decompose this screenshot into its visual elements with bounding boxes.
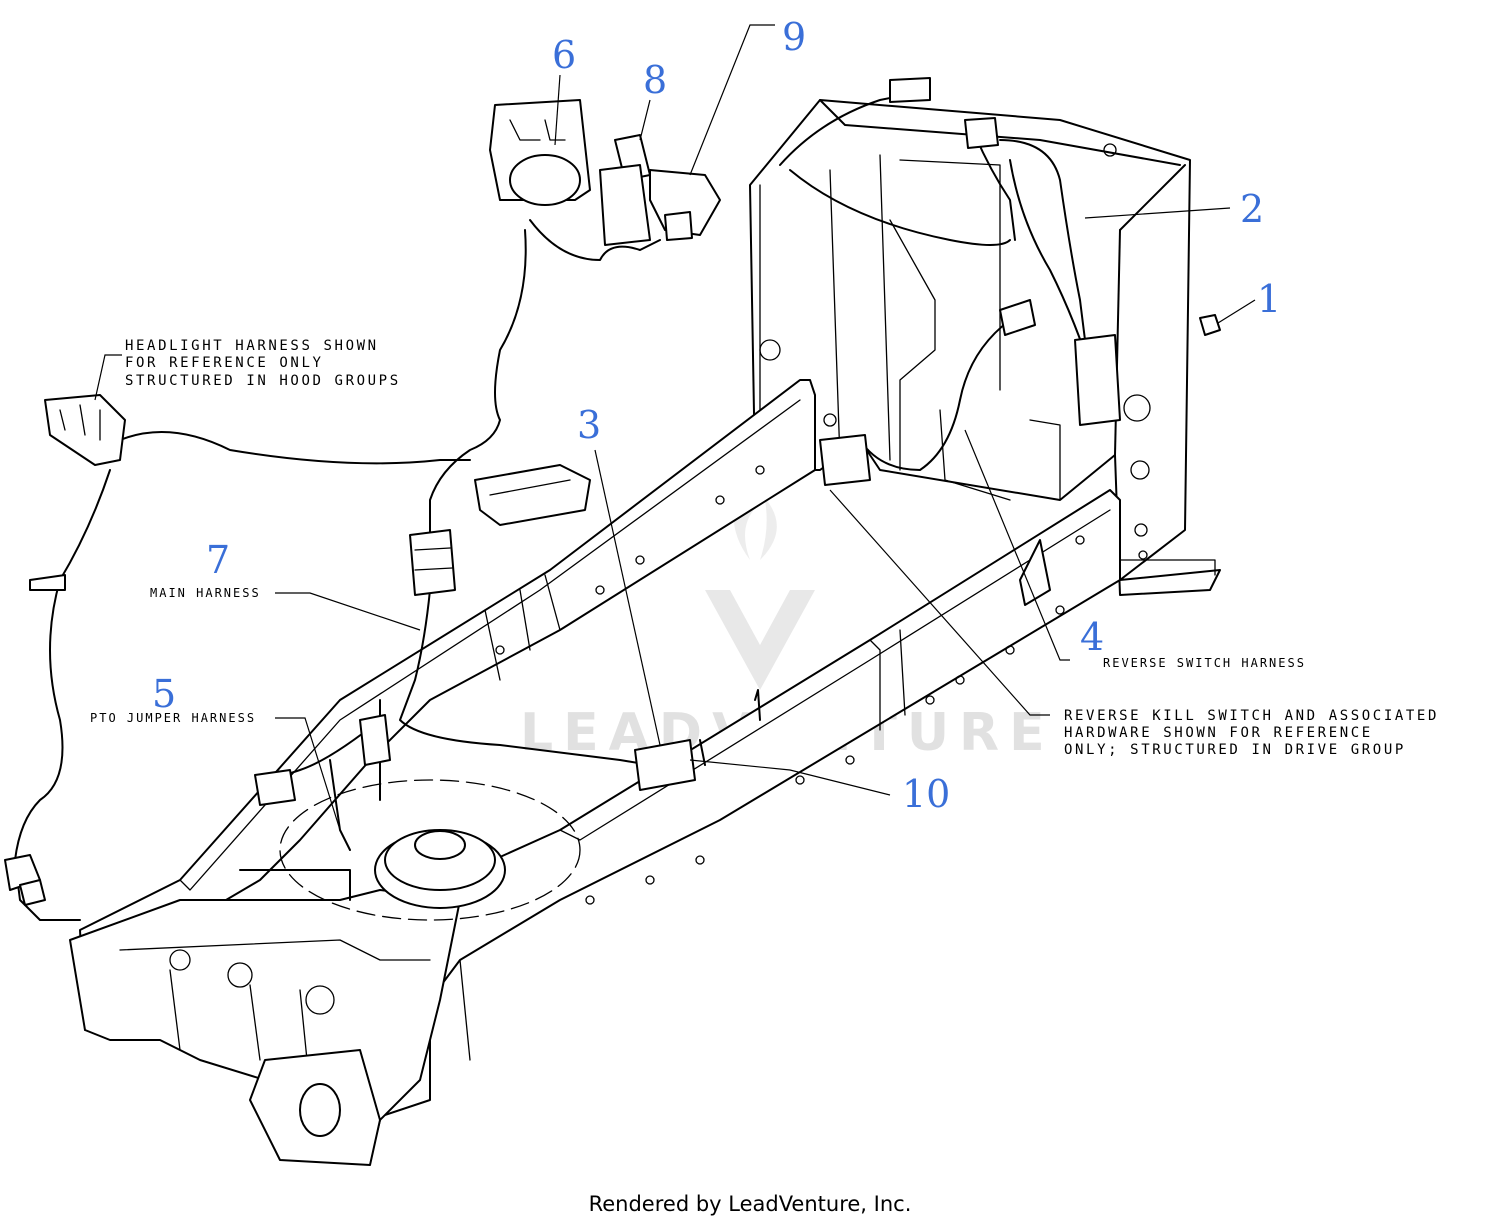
tractor-frame [69,99,1221,1166]
callout-2: 2 [1240,187,1264,231]
reverse-switch-harness-label: REVERSE SWITCH HARNESS [1103,656,1306,670]
callout-10: 10 [902,772,950,816]
callout-9: 9 [782,15,806,59]
pto-jumper-harness-label: PTO JUMPER HARNESS [90,711,256,725]
reverse-kill-note-line-1: REVERSE KILL SWITCH AND ASSOCIATED [1064,708,1439,724]
callout-8: 8 [643,58,667,102]
headlight-note-line-3: STRUCTURED IN HOOD GROUPS [125,373,401,389]
callout-4: 4 [1080,615,1104,659]
reverse-kill-note-line-2: HARDWARE SHOWN FOR REFERENCE [1064,725,1373,741]
main-harness-wiring [4,77,1221,921]
reverse-kill-note-line-3: ONLY; STRUCTURED IN DRIVE GROUP [1064,742,1406,758]
callout-6: 6 [552,33,576,77]
callout-5: 5 [152,672,176,716]
callout-numbers: 1 2 3 4 5 6 7 8 9 10 [152,15,1281,816]
callout-7: 7 [206,538,230,582]
render-credit: Rendered by LeadVenture, Inc. [588,1192,912,1216]
annotation-notes: HEADLIGHT HARNESS SHOWN FOR REFERENCE ON… [90,338,1439,758]
callout-1: 1 [1257,277,1281,321]
headlight-note-line-2: FOR REFERENCE ONLY [125,355,324,371]
main-harness-label: MAIN HARNESS [150,586,261,600]
headlight-note-line-1: HEADLIGHT HARNESS SHOWN [125,338,379,354]
leader-lines [94,24,1256,831]
callout-3: 3 [577,403,601,447]
